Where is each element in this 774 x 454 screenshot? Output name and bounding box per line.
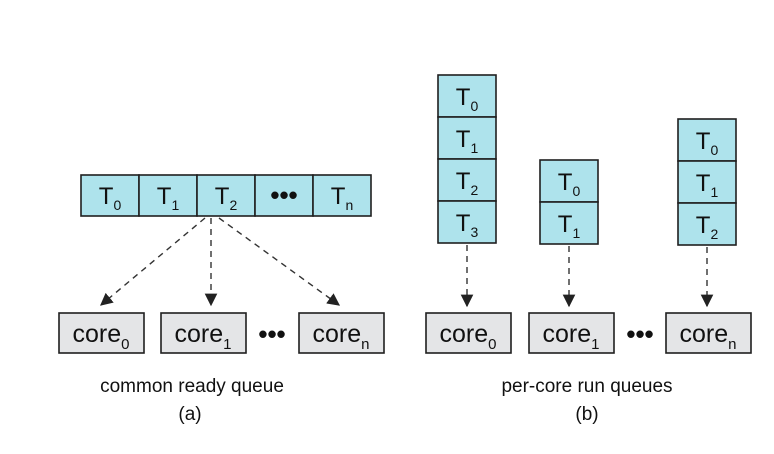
dispatch-arrows-a <box>100 217 341 307</box>
svg-text:T0: T0 <box>558 169 581 199</box>
label-a: (a) <box>178 404 201 425</box>
core-a-1: core1 <box>160 312 247 354</box>
queue-a-cell-t2: T2 <box>196 174 256 217</box>
core-b-1: core1 <box>528 312 615 354</box>
svg-text:coren: coren <box>313 320 370 353</box>
queue-b0-cell-t0: T0 <box>437 74 497 118</box>
svg-text:coren: coren <box>680 320 737 353</box>
svg-text:T2: T2 <box>696 212 719 242</box>
core-a-0: core0 <box>58 312 145 354</box>
svg-text:T1: T1 <box>456 126 479 156</box>
queue-bn-cell-t0: T0 <box>677 118 737 162</box>
run-queue-coren: T0 T1 T2 <box>677 118 737 246</box>
svg-text:T2: T2 <box>215 183 238 213</box>
core-b-0: core0 <box>425 312 512 354</box>
svg-text:T1: T1 <box>558 211 581 241</box>
run-queue-core1: T0 T1 <box>539 159 599 245</box>
svg-text:T0: T0 <box>696 128 719 158</box>
queue-b0-cell-t3: T3 <box>437 200 497 244</box>
queue-a-cell-t1: T1 <box>138 174 198 217</box>
queue-b0-cell-t1: T1 <box>437 116 497 160</box>
core-a-n: coren <box>298 312 385 354</box>
queue-bn-cell-t2: T2 <box>677 202 737 246</box>
core-a-ellipsis: ••• <box>258 319 285 349</box>
svg-text:core1: core1 <box>543 320 600 353</box>
dispatch-arrows-b <box>460 245 714 308</box>
queue-b0-cell-t2: T2 <box>437 158 497 202</box>
queue-b1-cell-t1: T1 <box>539 201 599 245</box>
svg-text:core0: core0 <box>73 320 130 353</box>
panel-a: T0 T1 T2 ••• Tn <box>58 174 385 425</box>
svg-text:•••: ••• <box>270 180 297 210</box>
svg-text:T1: T1 <box>696 170 719 200</box>
caption-a: common ready queue <box>100 376 284 397</box>
svg-text:Tn: Tn <box>331 183 353 213</box>
svg-text:T3: T3 <box>456 210 479 240</box>
queue-a-cell-ellipsis: ••• <box>254 174 314 217</box>
svg-text:T0: T0 <box>99 183 122 213</box>
core-b-n: coren <box>665 312 752 354</box>
arrow-t2-to-core0 <box>100 217 206 306</box>
arrow-t2-to-coren <box>218 217 341 306</box>
svg-text:core0: core0 <box>440 320 497 353</box>
run-queue-core0: T0 T1 T2 T3 <box>437 74 497 244</box>
core-b-ellipsis: ••• <box>626 319 653 349</box>
svg-text:T1: T1 <box>157 183 180 213</box>
queue-a-cell-tn: Tn <box>312 174 372 217</box>
svg-text:core1: core1 <box>175 320 232 353</box>
cores-b: core0 core1 ••• coren <box>425 312 752 354</box>
common-ready-queue: T0 T1 T2 ••• Tn <box>80 174 372 217</box>
queue-b1-cell-t0: T0 <box>539 159 599 203</box>
queue-bn-cell-t1: T1 <box>677 160 737 204</box>
svg-text:T0: T0 <box>456 84 479 114</box>
svg-text:T2: T2 <box>456 168 479 198</box>
queue-a-cell-t0: T0 <box>80 174 140 217</box>
panel-b: T0 T1 T2 T3 T0 T1 <box>425 74 752 425</box>
caption-b: per-core run queues <box>501 376 672 397</box>
cores-a: core0 core1 ••• coren <box>58 312 385 354</box>
label-b: (b) <box>575 404 598 425</box>
